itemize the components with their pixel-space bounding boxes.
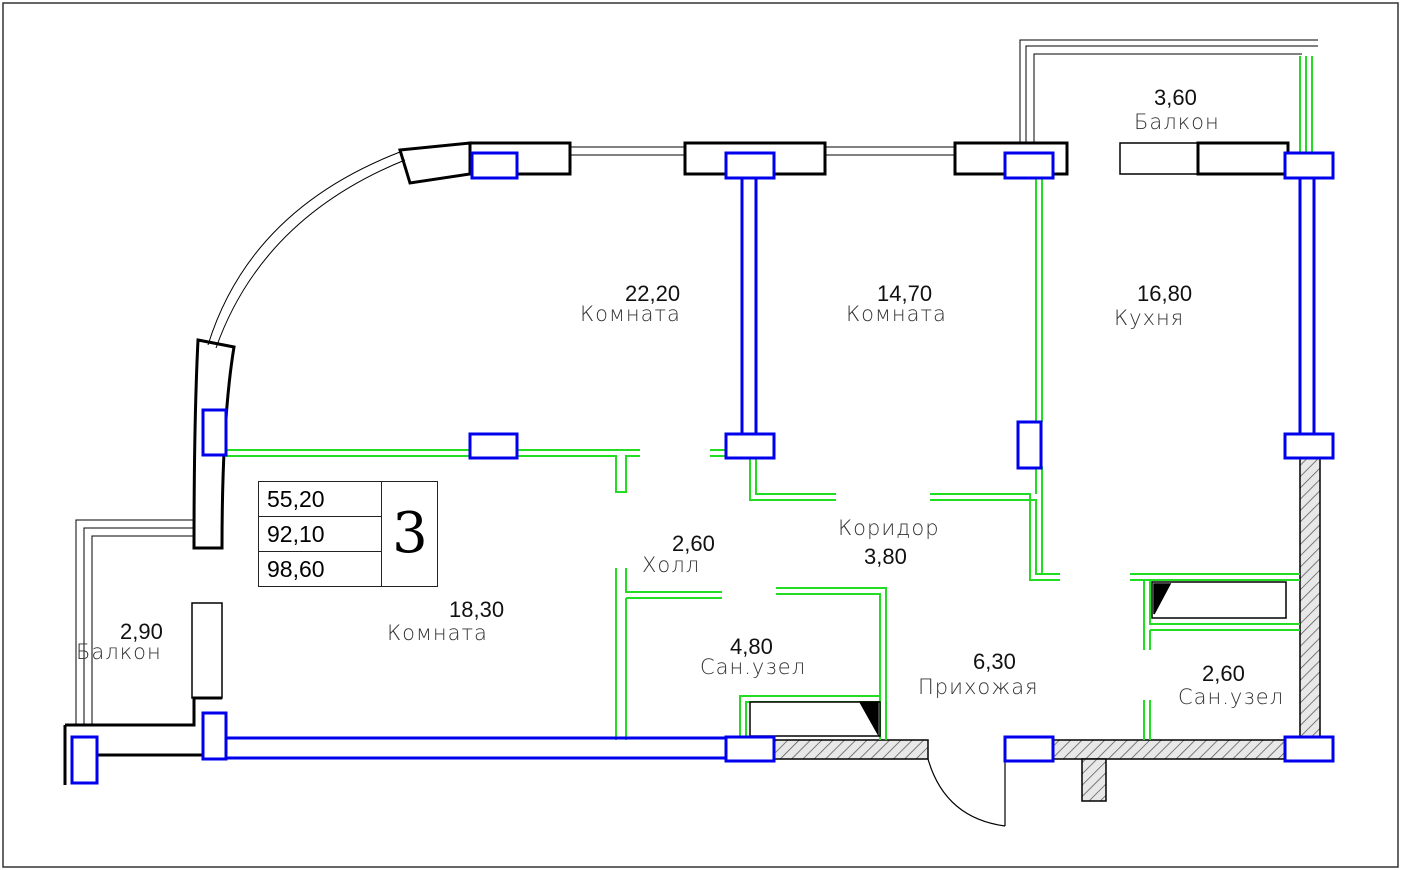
hatched-walls — [771, 457, 1321, 802]
room-area: 22,20 — [625, 281, 681, 306]
room-area: 3,60 — [1154, 85, 1197, 110]
room-area: 3,80 — [864, 544, 907, 569]
partitions — [226, 56, 1313, 740]
room-name: Коридор — [838, 516, 940, 540]
room-area: 6,30 — [973, 649, 1016, 674]
room-area: 2,60 — [672, 531, 715, 556]
room-name: Комната — [387, 621, 488, 645]
room-name: Холл — [642, 553, 701, 577]
apartment-number: 3 — [392, 501, 428, 566]
entrance-door — [927, 758, 1006, 827]
total-area-with-balconies-value: 98,60 — [259, 552, 382, 586]
room-name: Балкон — [76, 640, 162, 664]
balcony-top-frame — [1019, 39, 1318, 143]
room-name: Прихожая — [918, 675, 1039, 699]
room-area: 2,60 — [1202, 661, 1245, 686]
curved-facade — [192, 141, 472, 550]
room-area: 2,90 — [120, 619, 163, 644]
room-area: 18,30 — [449, 597, 505, 622]
total-area-value: 92,10 — [259, 517, 382, 552]
room-name: Кухня — [1114, 306, 1185, 330]
bottom-left-wall — [63, 696, 222, 785]
room-area: 16,80 — [1137, 281, 1193, 306]
room-name: Балкон — [1134, 110, 1220, 134]
room-name: Сан.узел — [1178, 685, 1285, 709]
columns — [70, 151, 1335, 785]
room-name: Комната — [580, 302, 681, 326]
room-name: Комната — [846, 302, 947, 326]
room-area: 4,80 — [730, 634, 773, 659]
room-name: Сан.узел — [700, 655, 807, 679]
room-area: 14,70 — [877, 281, 933, 306]
load-bearing-walls — [226, 178, 1316, 760]
sanitary-fixtures — [749, 581, 1287, 737]
top-facade — [468, 141, 1290, 176]
apartment-summary-table: 55,20 92,10 98,60 3 — [258, 481, 438, 587]
living-area-value: 55,20 — [259, 482, 382, 517]
